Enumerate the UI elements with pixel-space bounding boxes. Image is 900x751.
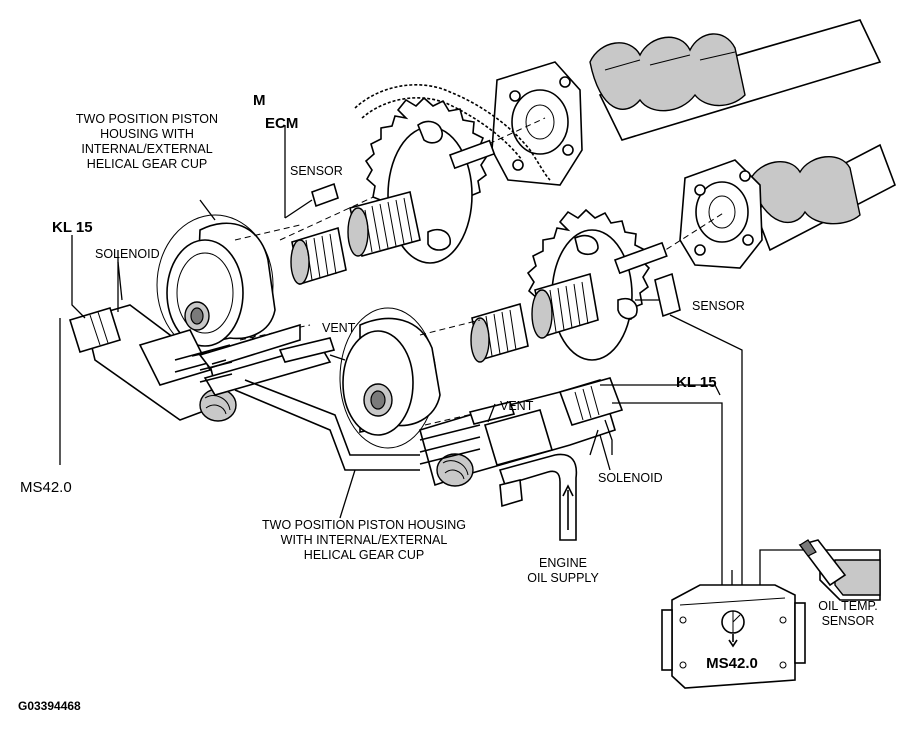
vent-label-right: VENT (500, 399, 534, 413)
ms42-module-label: MS42.0 (706, 655, 758, 672)
lower-cam-sensor (654, 272, 681, 318)
lower-sprocket (526, 208, 668, 361)
upper-camshaft (589, 19, 882, 141)
piston-housing-1-line-1: TWO POSITION PISTON (76, 112, 218, 126)
engine-oil-supply-line-2: OIL SUPPLY (527, 571, 599, 585)
upper-piston-housing (156, 214, 311, 356)
wiring (59, 235, 820, 585)
oil-temp-sensor-sump (798, 539, 881, 601)
kl15-label-right: KL 15 (676, 374, 717, 391)
ecm-top-letter: M (253, 92, 266, 109)
piston-housing-2-line-1: TWO POSITION PISTON HOUSING (262, 518, 466, 532)
upper-cam-sensor (284, 125, 339, 219)
ms42-module (661, 584, 806, 689)
sensor-label-left: SENSOR (290, 164, 343, 178)
engine-oil-supply-label: ENGINE OIL SUPPLY (527, 556, 599, 585)
solenoid-label-right: SOLENOID (598, 471, 663, 485)
timing-chain (354, 84, 551, 181)
lower-camshaft (749, 143, 896, 252)
piston-housing-label-2: TWO POSITION PISTON HOUSING WITH INTERNA… (262, 518, 466, 562)
piston-housing-2-line-3: HELICAL GEAR CUP (304, 548, 424, 562)
piston-housing-1-line-2: HOUSING WITH (100, 127, 194, 141)
kl15-label-left: KL 15 (52, 219, 93, 236)
sensor-label-right: SENSOR (692, 299, 745, 313)
left-solenoid-assembly (68, 304, 420, 471)
right-solenoid-assembly (419, 377, 624, 541)
piston-housing-label-1: TWO POSITION PISTON HOUSING WITH INTERNA… (76, 112, 218, 171)
figure-id: G03394468 (18, 699, 81, 713)
lower-helical-gear (470, 272, 599, 363)
ms42-label-left: MS42.0 (20, 479, 72, 496)
engine-oil-supply-line-1: ENGINE (539, 556, 587, 570)
lower-piston-housing (339, 307, 491, 449)
upper-helical-gear (290, 191, 421, 286)
oil-temp-sensor-line-1: OIL TEMP. (818, 599, 878, 613)
leader-lines (117, 199, 660, 519)
oil-temp-sensor-line-2: SENSOR (822, 614, 875, 628)
oil-temp-sensor-label: OIL TEMP. SENSOR (818, 599, 878, 628)
piston-housing-2-line-2: WITH INTERNAL/EXTERNAL (281, 533, 448, 547)
ecm-label: ECM (265, 115, 298, 132)
piston-housing-1-line-4: HELICAL GEAR CUP (87, 157, 207, 171)
piston-housing-1-line-3: INTERNAL/EXTERNAL (81, 142, 212, 156)
upper-sprocket (364, 96, 496, 264)
solenoid-label-left: SOLENOID (95, 247, 160, 261)
upper-bearing-flange (491, 61, 583, 186)
vent-label-left: VENT (322, 321, 356, 335)
